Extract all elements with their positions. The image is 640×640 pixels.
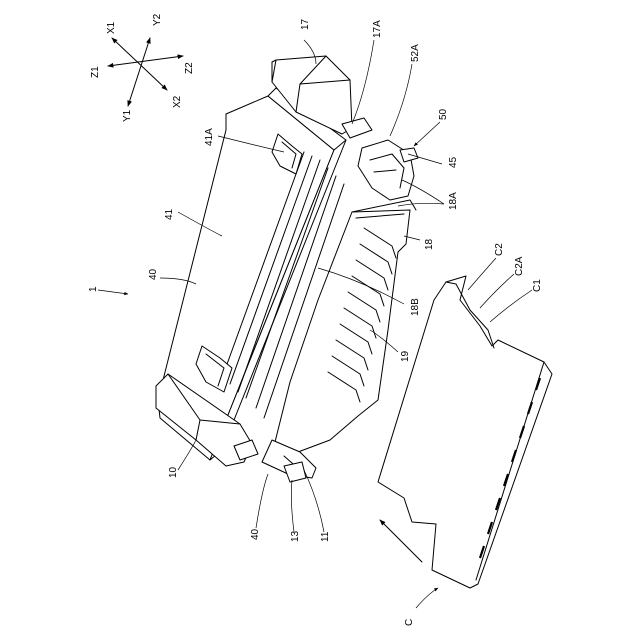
axis-label-z2: Z2 [184, 62, 195, 74]
label-18b: 18B [410, 298, 421, 316]
label-17a: 17A [372, 20, 383, 38]
label-13: 13 [290, 530, 301, 542]
label-40-bottom: 40 [250, 528, 261, 540]
axis-label-x1: X1 [106, 21, 117, 34]
cable-body [378, 276, 552, 588]
flat-cable [378, 276, 552, 588]
label-c1: C1 [532, 279, 543, 292]
label-10: 10 [168, 466, 179, 478]
connector-assembly [156, 56, 418, 482]
label-50: 50 [438, 108, 449, 120]
label-40-top: 40 [148, 268, 159, 280]
label-c: C [404, 619, 415, 626]
label-c2a: C2A [514, 256, 525, 276]
label-41a: 41A [204, 128, 215, 146]
label-52a: 52A [410, 44, 421, 62]
label-17: 17 [300, 18, 311, 30]
insertion-arrow [380, 520, 422, 562]
axis-label-y2: Y2 [152, 13, 163, 26]
label-18a: 18A [448, 192, 459, 210]
axis-label-y1: Y1 [122, 109, 133, 122]
axis-indicator: X1 Y2 Z1 Z2 Y1 X2 [90, 13, 195, 122]
axis-label-z1: Z1 [90, 66, 101, 78]
label-45: 45 [448, 156, 459, 168]
label-11: 11 [320, 531, 331, 542]
label-19: 19 [400, 350, 411, 362]
axis-label-x2: X2 [172, 95, 183, 108]
label-c2: C2 [494, 243, 505, 256]
label-1: 1 [88, 286, 99, 292]
label-18: 18 [424, 238, 435, 250]
label-41: 41 [164, 208, 175, 220]
tab-13 [284, 462, 306, 482]
